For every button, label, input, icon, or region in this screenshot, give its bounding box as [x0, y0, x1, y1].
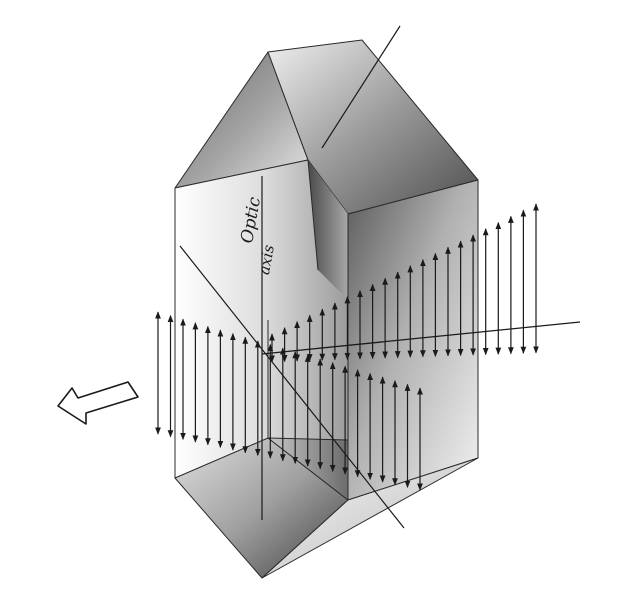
hollow-arrow-left-icon	[58, 382, 138, 424]
crystal-body	[175, 40, 478, 578]
crystal-right-face	[348, 180, 478, 500]
